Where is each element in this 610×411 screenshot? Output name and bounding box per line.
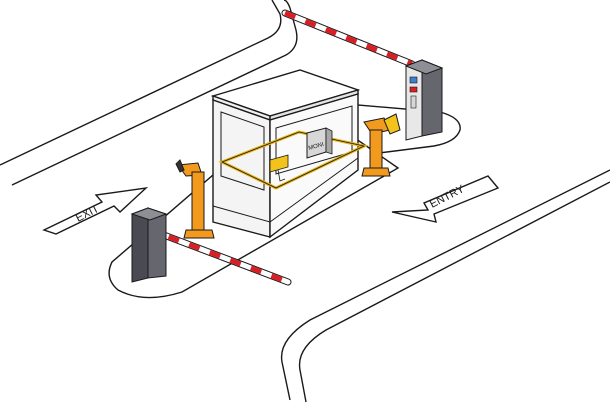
entry-barrier-arm (281, 9, 416, 68)
dispenser-button-icon (410, 95, 417, 109)
dispenser-screen-icon (409, 76, 418, 84)
exit-arm-stand (175, 159, 215, 239)
monitor: MONI (306, 127, 333, 159)
dispenser-slot-icon (409, 86, 418, 93)
road-edge-lower-b (298, 181, 610, 403)
exit-gate-cabinet (130, 207, 168, 283)
road-edge-lower-a (280, 169, 610, 401)
booth (210, 69, 369, 239)
entry-arm-stand (361, 113, 401, 177)
booth-wall-right (269, 93, 359, 239)
exit-arm-sensor (175, 159, 185, 173)
road-edge-upper-a (0, 0, 282, 166)
booth-glass-front (220, 111, 265, 191)
exit-label: EXIT (74, 203, 101, 225)
entry-arrow: ENTRY (391, 175, 500, 223)
monitor-label: MONI (308, 142, 325, 152)
exit-arrow: EXIT (42, 186, 149, 235)
monitor-side (325, 127, 333, 155)
entry-arm-sensor (383, 113, 401, 135)
booth-counter-edge (220, 131, 366, 189)
booth-wall-front (212, 99, 271, 238)
arrow-left-icon (42, 186, 149, 235)
arrow-left-icon (391, 175, 500, 223)
desk-plaque (269, 154, 289, 182)
entry-gate-cabinet (404, 59, 444, 141)
road-edge-upper-b (11, 0, 298, 186)
exit-barrier-arm (144, 225, 292, 286)
booth-base-line (212, 157, 359, 223)
